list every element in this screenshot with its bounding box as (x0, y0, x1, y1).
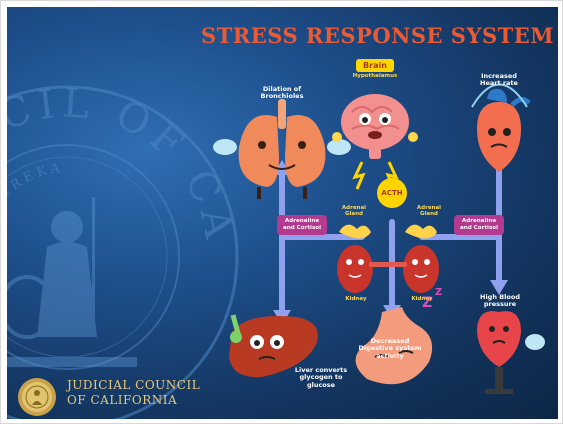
digestive-label: Decreased Digestive system activity (350, 338, 430, 360)
blood-pressure-heart-icon (477, 311, 545, 394)
acth-badge: ACTH (377, 178, 407, 208)
slide: COUNCIL OF CALIFORNIA EUREKA STRESS RESP… (7, 7, 558, 419)
blood-pressure-label: High Blood pressure (470, 294, 530, 309)
adrenal-gland-left-label: Adrenal Gland (334, 205, 374, 218)
heart-label: Increased Heart rate (469, 73, 529, 88)
kidney-left-label: Kidney (339, 296, 373, 302)
footer-org-line1: JUDICIAL COUNCIL (67, 378, 200, 392)
liver-label: Liver converts glycogen to glucose (291, 367, 351, 389)
footer-org-line2: OF CALIFORNIA (67, 393, 177, 407)
brain-tag: Brain (356, 59, 394, 72)
hormone-label-left: Adrenaline and Cortisol (277, 215, 327, 235)
adrenal-gland-right-label: Adrenal Gland (409, 205, 449, 218)
stress-flow-diagram: Z Z (7, 7, 558, 419)
heart-icon (472, 85, 529, 173)
kidney-right-label: Kidney (405, 296, 439, 302)
judicial-council-seal-logo (17, 377, 57, 417)
hypothalamus-label: Hypothalamus (347, 73, 403, 79)
lungs-label: Dilation of Bronchioles (247, 86, 317, 101)
hormone-label-right: Adrenaline and Cortisol (454, 215, 504, 235)
adrenal-kidney-pair-icon (337, 225, 439, 293)
